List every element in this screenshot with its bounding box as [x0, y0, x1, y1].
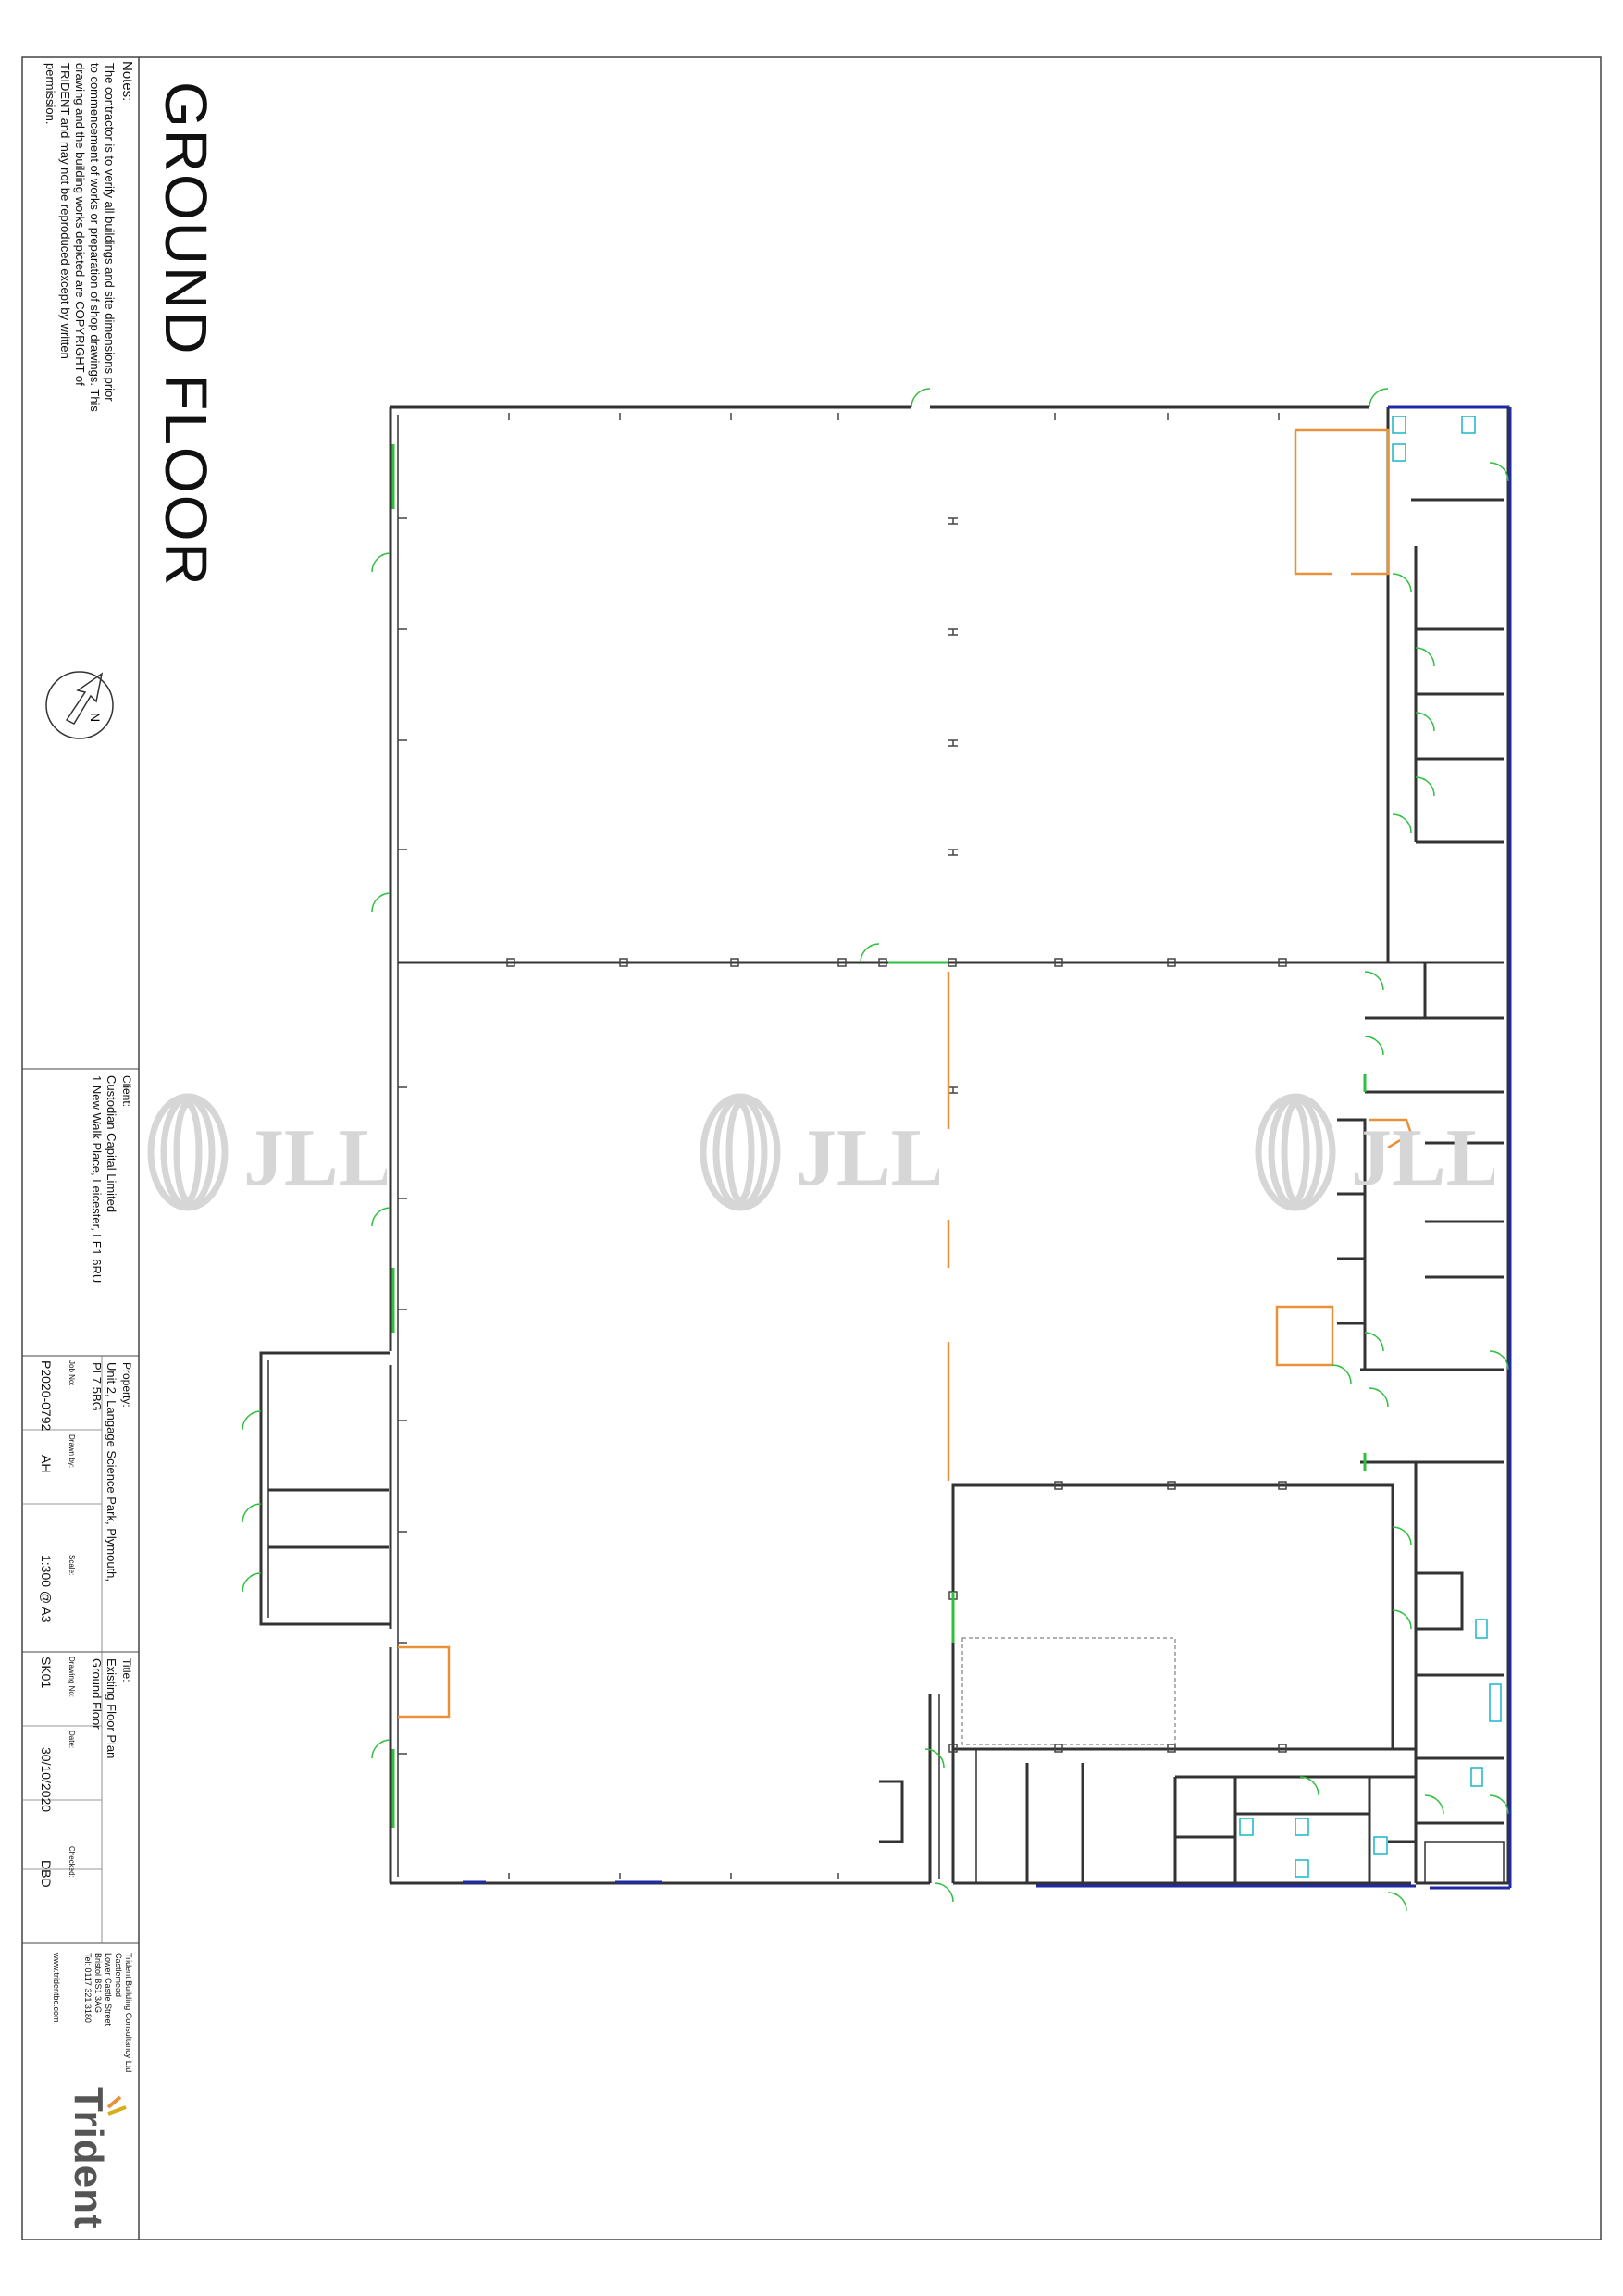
job-no-label: Job No: [68, 1360, 76, 1386]
checked-label: Checked: [68, 1846, 76, 1878]
svg-text:JLL: JLL [243, 1113, 387, 1203]
jll-watermark: JLL [1245, 1092, 1500, 1217]
trident-logo-icon [106, 2095, 127, 2116]
company-line3: Lower Castle Street [104, 1953, 113, 2027]
drawn-by-label: Drawn by: [68, 1434, 76, 1469]
sheet-border [21, 56, 1602, 2240]
title-line1: Existing Floor Plan [105, 1658, 118, 1759]
svg-text:N: N [88, 713, 103, 722]
svg-text:JLL: JLL [796, 1113, 939, 1203]
drawing-no-label: Drawing No: [68, 1657, 76, 1698]
jll-watermark: JLL [689, 1092, 945, 1217]
title-label: Title: [120, 1658, 133, 1682]
property-line1: Unit 2, Langage Science Park, Plymouth, [105, 1362, 118, 1582]
company-line2: Castlemead [114, 1953, 123, 1998]
job-no: P2020-0792 [39, 1360, 54, 1432]
client-address: 1 New Walk Place, Leicester, LE1 6RU [90, 1075, 104, 1284]
drawing-no: SK01 [39, 1657, 54, 1689]
scale: 1:300 @ A3 [39, 1555, 54, 1623]
client-name: Custodian Capital Limited [105, 1075, 118, 1213]
company-line1: Trident Building Consultancy Ltd [124, 1953, 133, 2073]
company-web: www.tridentbc.com [52, 1953, 61, 2023]
client-label: Client: [120, 1075, 133, 1108]
property-line2: PL7 5BG [90, 1362, 104, 1411]
date: 30/10/2020 [39, 1747, 54, 1813]
drawing-heading: GROUND FLOOR [153, 81, 219, 588]
date-label: Date: [68, 1731, 76, 1749]
notes-heading: Notes: [119, 61, 135, 102]
svg-text:JLL: JLL [1351, 1113, 1494, 1203]
title-line2: Ground Floor [90, 1658, 104, 1730]
drawn-by: AH [39, 1455, 54, 1473]
company-tel: Tel: 0117 321 3180 [83, 1953, 93, 2023]
checked: DBD [39, 1860, 54, 1888]
company-line4: Bristol BS1 3AG [93, 1953, 103, 2014]
property-label: Property: [120, 1362, 133, 1408]
jll-watermark: JLL [137, 1092, 392, 1217]
scale-label: Scale: [68, 1555, 76, 1576]
notes-text: The contractor is to verify all building… [43, 63, 117, 412]
north-arrow-icon: N [45, 671, 114, 739]
